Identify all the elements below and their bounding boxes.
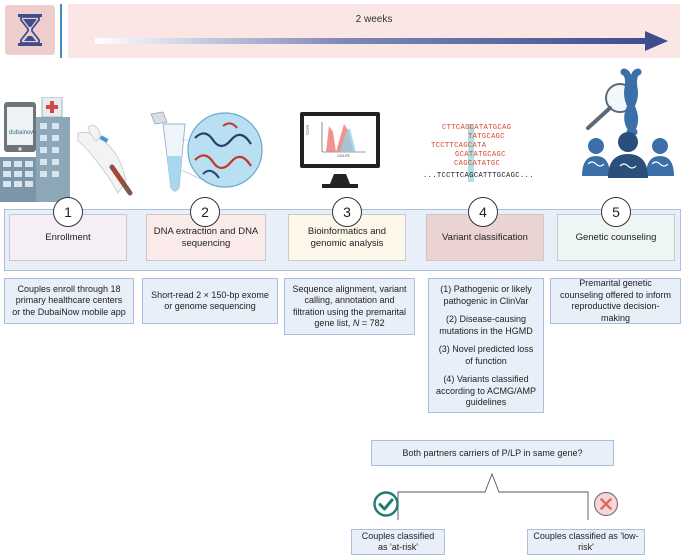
stage-title: DNA extraction and DNA sequencing: [153, 225, 259, 249]
decision-question-box: Both partners carriers of P/LP in same g…: [371, 440, 614, 466]
criterion-2: (2) Disease-causing mutations in the HGM…: [439, 314, 533, 336]
decision-branch-lines: [397, 472, 589, 520]
low-risk-outcome: Couples classified as 'low-risk': [533, 531, 639, 552]
at-risk-outcome-box: Couples classified as 'at-risk': [351, 529, 445, 555]
dna-sequence-alignment: CTTCAGCATATGCAG TATGCAGC TCCTTCAGCATA GC…: [418, 124, 538, 184]
criterion-4: (4) Variants classified according to ACM…: [435, 374, 537, 407]
monitor-histogram-icon: [300, 112, 380, 188]
stage-title: Genetic counseling: [575, 231, 657, 243]
timeline-divider: [60, 4, 62, 58]
description-n: N: [352, 318, 360, 328]
stage-number-3: 3: [332, 197, 362, 227]
description-n-value: = 782: [359, 318, 385, 328]
hospital-tablet-blood-draw-icon: [0, 97, 133, 202]
stage-title: Bioinformatics and genomic analysis: [307, 225, 387, 249]
dubainow-logo: dubainow: [9, 130, 35, 136]
stage-box-dna-sequencing: DNA extraction and DNA sequencing: [146, 214, 266, 261]
sequence-line: GCATATGCAGC: [455, 151, 506, 159]
stage-description-bioinformatics: Sequence alignment, variant calling, ann…: [284, 278, 415, 335]
chromosome-family-icon: [582, 68, 674, 178]
decision-question: Both partners carriers of P/LP in same g…: [402, 447, 583, 458]
variant-criteria-box: (1) Pathogenic or likely pathogenic in C…: [428, 278, 544, 413]
hourglass-icon: [18, 14, 42, 46]
low-risk-outcome-box: Couples classified as 'low-risk': [527, 529, 645, 555]
timeline-band: [68, 4, 680, 58]
stage-number-4: 4: [468, 197, 498, 227]
timeline-arrow: [95, 31, 668, 51]
at-risk-outcome: Couples classified as 'at-risk': [361, 531, 435, 552]
sequence-line: ...TCCTTCAGCATTTGCAGC...: [423, 172, 534, 180]
criterion-1: (1) Pathogenic or likely pathogenic in C…: [440, 284, 532, 306]
sequence-highlight: [468, 124, 474, 182]
check-circle-icon: [373, 491, 399, 517]
description-text: Premarital genetic counseling offered to…: [560, 278, 671, 323]
stage-title: Enrollment: [45, 231, 91, 243]
stage-number-1: 1: [53, 197, 83, 227]
stage-description-dna-sequencing: Short-read 2 × 150-bp exome or genome se…: [142, 278, 278, 324]
description-text: Couples enroll through 18 primary health…: [12, 283, 126, 317]
sequence-line: CAGCATATGC: [454, 160, 501, 168]
histogram-xlabel: CD3-PE: [337, 154, 350, 158]
timeline-label: 2 weeks: [355, 14, 393, 25]
stage-number-2: 2: [190, 197, 220, 227]
hourglass-tile: [5, 5, 55, 55]
description-text: Short-read 2 × 150-bp exome or genome se…: [151, 289, 269, 312]
sequence-line: CTTCAGCATATGCAG: [442, 124, 512, 132]
description-text: Sequence alignment, variant calling, ann…: [291, 284, 408, 330]
histogram-ylabel: Count: [305, 125, 310, 135]
stage-description-enrollment: Couples enroll through 18 primary health…: [4, 278, 134, 324]
stage-title: Variant classification: [442, 231, 528, 243]
description-main: Sequence alignment, variant calling, ann…: [292, 283, 407, 329]
cross-circle-icon: [593, 491, 619, 517]
criterion-3: (3) Novel predicted loss of function: [438, 344, 534, 366]
stage-number-5: 5: [601, 197, 631, 227]
stage-description-genetic-counseling: Premarital genetic counseling offered to…: [550, 278, 681, 324]
test-tube-dna-icon: [150, 111, 263, 192]
sequence-line: TATGCAGC: [468, 133, 505, 141]
sequence-line: TCCTTCAGCATA: [431, 142, 487, 150]
